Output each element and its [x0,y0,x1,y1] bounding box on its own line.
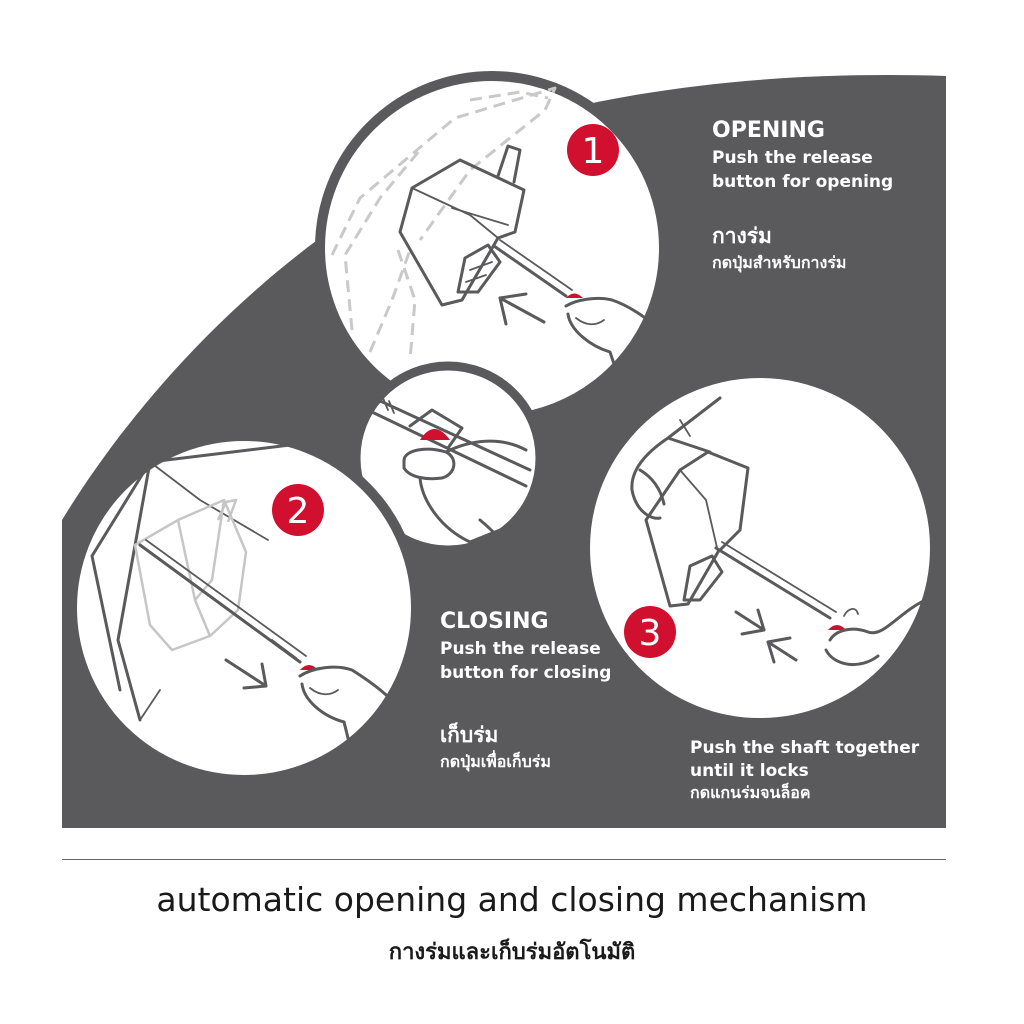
step-1-illustration: 1 [315,71,669,425]
step-1-title: OPENING [712,118,825,143]
step-2-badge: 2 [287,491,310,532]
release-button-detail [351,361,545,555]
step-2-thai-text: กดปุ่มเพื่อเก็บร่ม [440,750,551,772]
caption-thai: กางร่มและเก็บร่มอัตโนมัติ [388,940,636,965]
step-2-line1: Push the release [440,639,601,659]
step-3-text: Push the shaft together until it locks ก… [690,738,920,802]
step-1-line1: Push the release [712,148,873,168]
step-3-line1: Push the shaft together [690,738,920,758]
step-3-illustration: 3 [580,368,942,728]
step-1-line2: button for opening [712,172,893,192]
caption-english: automatic opening and closing mechanism [156,880,868,919]
step-2-illustration: 2 [67,431,421,785]
step-2-title: CLOSING [440,609,549,634]
step-2-line2: button for closing [440,663,611,683]
step-1-badge: 1 [582,131,605,172]
step-3-badge: 3 [639,613,662,654]
step-1-text: OPENING Push the release button for open… [712,118,893,273]
step-1-thai-title: กางร่ม [712,224,772,248]
caption-divider [62,859,946,860]
step-1-thai-text: กดปุ่มสำหรับกางร่ม [712,253,846,273]
step-2-text: CLOSING Push the release button for clos… [440,609,611,772]
step-2-thai-title: เก็บร่ม [440,721,498,747]
step-3-thai-text: กดแกนร่มจนล็อค [690,781,811,802]
step-3-line2: until it locks [690,761,809,781]
